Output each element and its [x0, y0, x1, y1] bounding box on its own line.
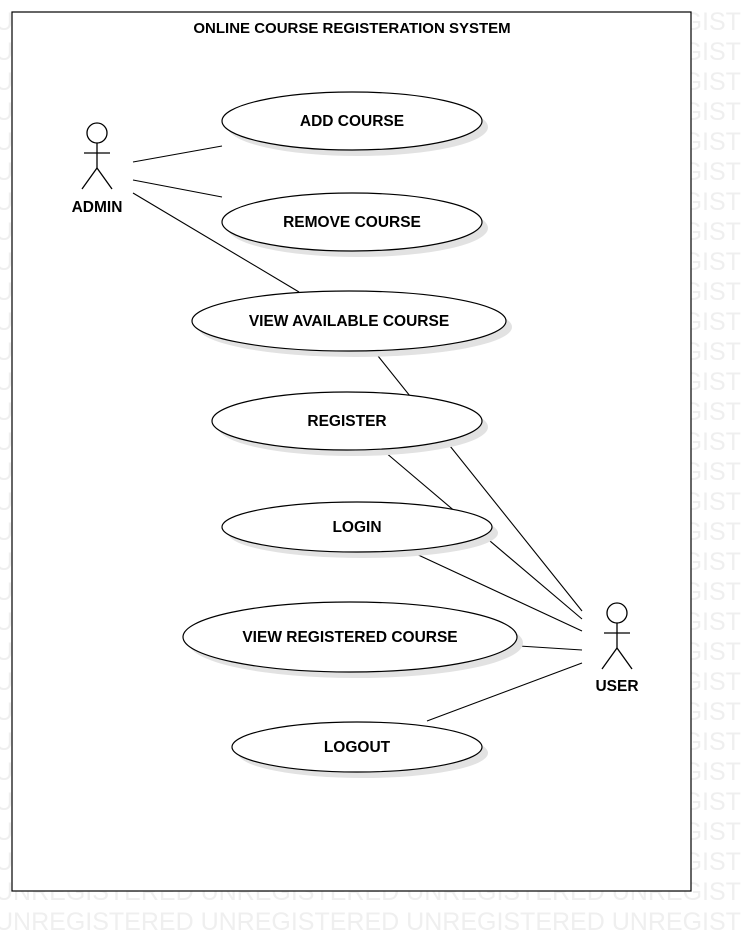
use-case-view-available-course[interactable]: VIEW AVAILABLE COURSE [191, 290, 512, 357]
use-case-remove-course[interactable]: REMOVE COURSE [221, 192, 488, 257]
use-cases-layer: ADD COURSE REMOVE COURSE VIEW AVAILABLE CO… [182, 91, 523, 778]
use-case-label: LOGIN [332, 519, 381, 536]
system-title: ONLINE COURSE REGISTERATION SYSTEM [193, 20, 510, 37]
use-case-ellipse[interactable] [191, 290, 507, 352]
associations-layer [132, 145, 583, 722]
use-case-label: REGISTER [307, 413, 386, 430]
use-case-ellipse[interactable] [221, 501, 493, 553]
association-admin-remove-course[interactable] [132, 179, 223, 198]
association-user-logout[interactable] [426, 662, 583, 722]
use-case-label: VIEW REGISTERED COURSE [242, 629, 457, 646]
association-user-view-available-course[interactable] [373, 350, 583, 612]
use-case-ellipse[interactable] [211, 391, 483, 451]
use-case-ellipse[interactable] [221, 192, 483, 252]
use-case-label: REMOVE COURSE [283, 214, 421, 231]
actor-label: ADMIN [72, 199, 123, 216]
use-case-label: ADD COURSE [300, 113, 404, 130]
use-case-logout[interactable]: LOGOUT [231, 721, 488, 778]
actor-right-leg [96, 167, 113, 190]
use-case-login[interactable]: LOGIN [221, 501, 498, 558]
use-case-register[interactable]: REGISTER [211, 391, 488, 456]
actor-left-leg [81, 167, 98, 190]
association-user-view-registered-course[interactable] [518, 645, 583, 651]
association-admin-add-course[interactable] [132, 145, 223, 163]
use-case-label: LOGOUT [324, 739, 391, 756]
use-case-view-registered-course[interactable]: VIEW REGISTERED COURSE [182, 601, 523, 678]
actors-layer: ADMIN USER [72, 122, 639, 695]
use-case-ellipse[interactable] [182, 601, 518, 673]
actor-admin[interactable]: ADMIN [72, 122, 123, 216]
use-case-add-course[interactable]: ADD COURSE [221, 91, 488, 156]
actor-left-leg [601, 647, 618, 670]
use-case-ellipse[interactable] [231, 721, 483, 773]
association-admin-view-available-course[interactable] [132, 192, 300, 293]
watermark-row: UNREGISTERED UNREGISTERED UNREGISTERED U… [0, 908, 741, 936]
use-case-ellipse[interactable] [221, 91, 483, 151]
use-case-label: VIEW AVAILABLE COURSE [249, 313, 449, 330]
actor-label: USER [595, 678, 638, 695]
actor-right-leg [616, 647, 633, 670]
actor-user[interactable]: USER [595, 602, 639, 695]
association-user-login[interactable] [413, 552, 583, 632]
